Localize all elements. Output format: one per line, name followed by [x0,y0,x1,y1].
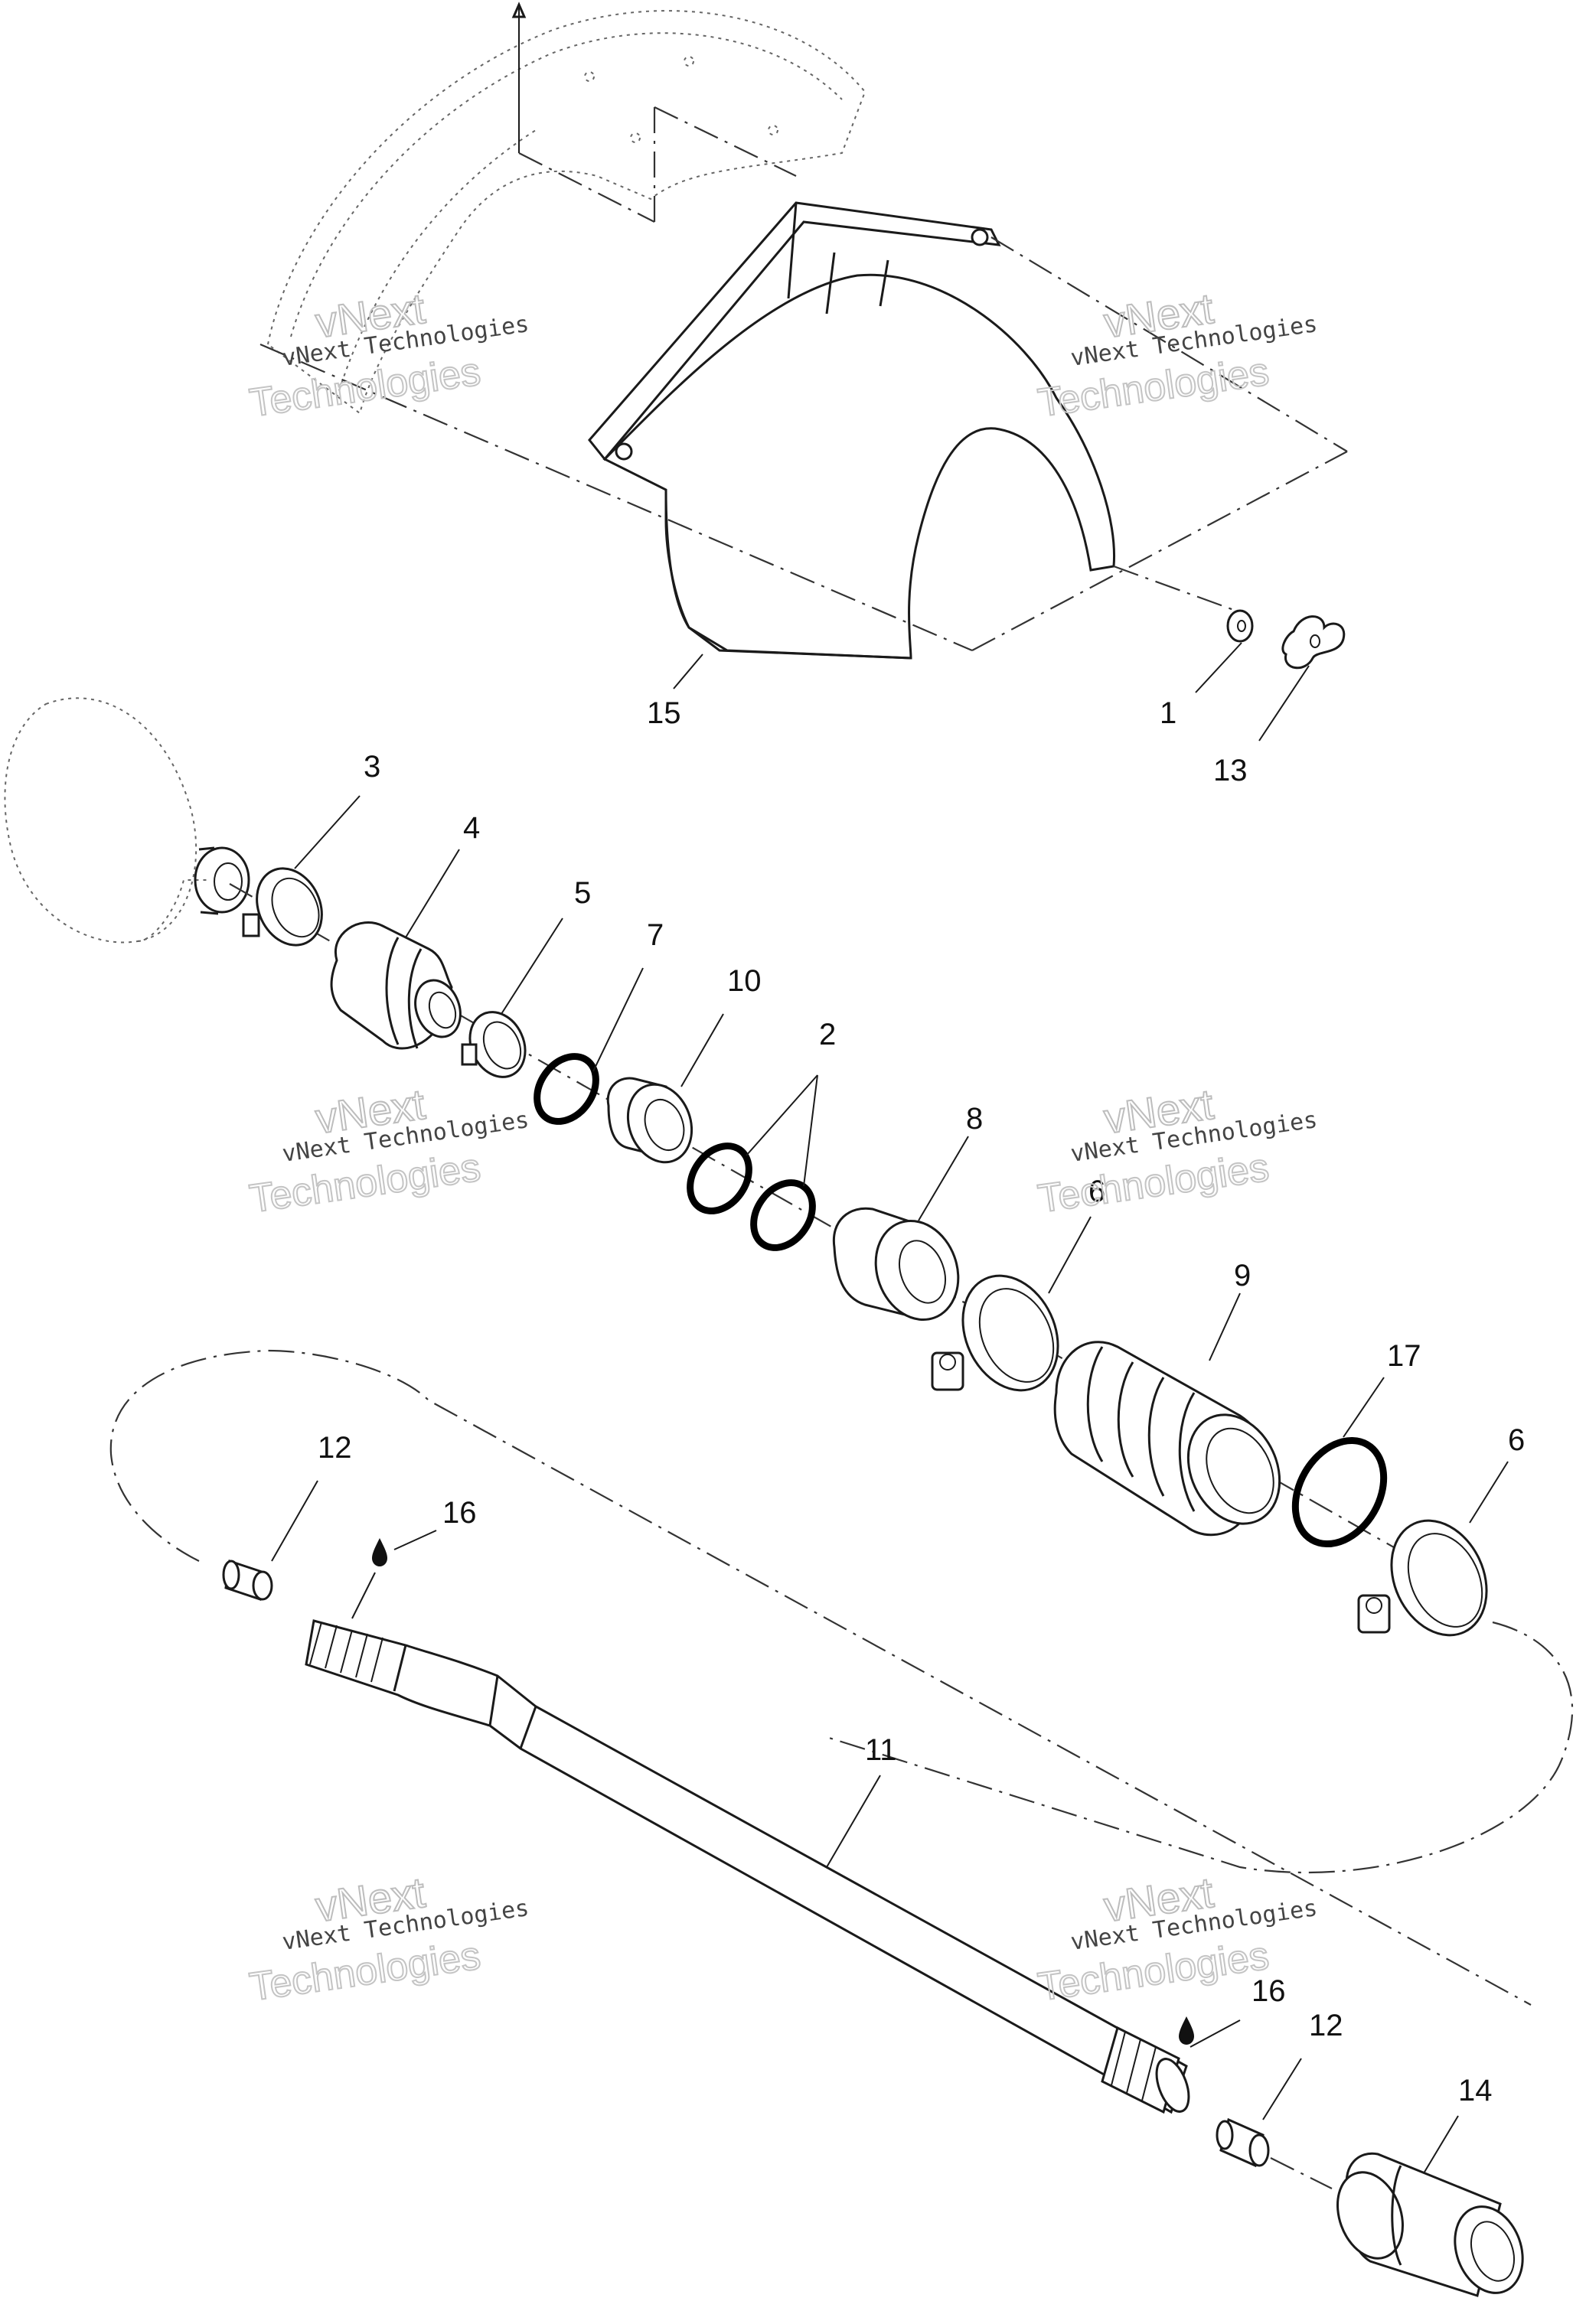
callout-12-lower: 12 [1309,2009,1343,2042]
part-13-wing-nut [1281,615,1346,670]
callout-16-lower: 16 [1252,1974,1286,2008]
part-5-clamp [461,1011,527,1078]
part-10-bushing [606,1077,693,1164]
callout-16-upper: 16 [442,1496,477,1530]
part-15-cover [259,201,1348,660]
part-1-washer [1226,609,1254,643]
callout-1: 1 [1160,696,1176,730]
watermark-5: vNext vNext Technologies Technologies [246,1867,531,2010]
leader-lines [271,642,1509,2174]
callout-5: 5 [574,876,591,910]
callout-3: 3 [364,750,380,784]
part-11-driveshaft [305,1619,1190,2114]
grease-drop-icon-lower [1179,2016,1194,2045]
callout-9: 9 [1234,1259,1251,1292]
part-2-o-rings [687,1142,816,1251]
watermark-4: vNext vNext Technologies Technologies [1035,1079,1320,1222]
callout-6-lower: 6 [1508,1423,1525,1457]
engine-housing-phantom [4,697,250,944]
callout-10: 10 [727,964,762,998]
hull-bracket-phantom [266,2,866,415]
callout-8: 8 [966,1102,983,1136]
callout-11: 11 [865,1733,897,1767]
callout-17: 17 [1387,1339,1421,1373]
callout-12-upper: 12 [318,1431,352,1465]
part-4-boot [330,921,462,1050]
callout-labels: 15 1 13 3 4 5 7 10 2 8 6 9 17 6 12 16 11… [318,696,1525,2107]
watermark-3: vNext vNext Technologies Technologies [246,1079,531,1222]
part-12-cap-upper [222,1560,273,1601]
watermark-2: vNext vNext Technologies Technologies [1035,283,1320,426]
part-6-clamp-lower [1357,1519,1488,1637]
part-6-clamp-upper [931,1274,1059,1392]
grease-drop-icon-upper [372,1538,387,1566]
part-3-clamp [242,867,323,947]
part-17-o-ring [1291,1436,1388,1548]
watermark-1: vNext vNext Technologies Technologies [246,283,531,426]
part-7-o-ring [534,1053,599,1125]
part-9-bellows [1053,1341,1281,1537]
part-14-bushing [1270,2152,1524,2297]
callout-6-upper: 6 [1088,1175,1105,1208]
part-12-cap-lower [1216,2117,1270,2168]
callout-15: 15 [647,696,681,730]
callout-2: 2 [819,1018,836,1051]
callout-13: 13 [1213,754,1248,787]
part-8-spacer [832,1207,960,1322]
callout-14: 14 [1458,2074,1493,2107]
callout-4: 4 [463,811,480,845]
callout-7: 7 [647,918,664,952]
alignment-loop [109,1349,1574,2006]
